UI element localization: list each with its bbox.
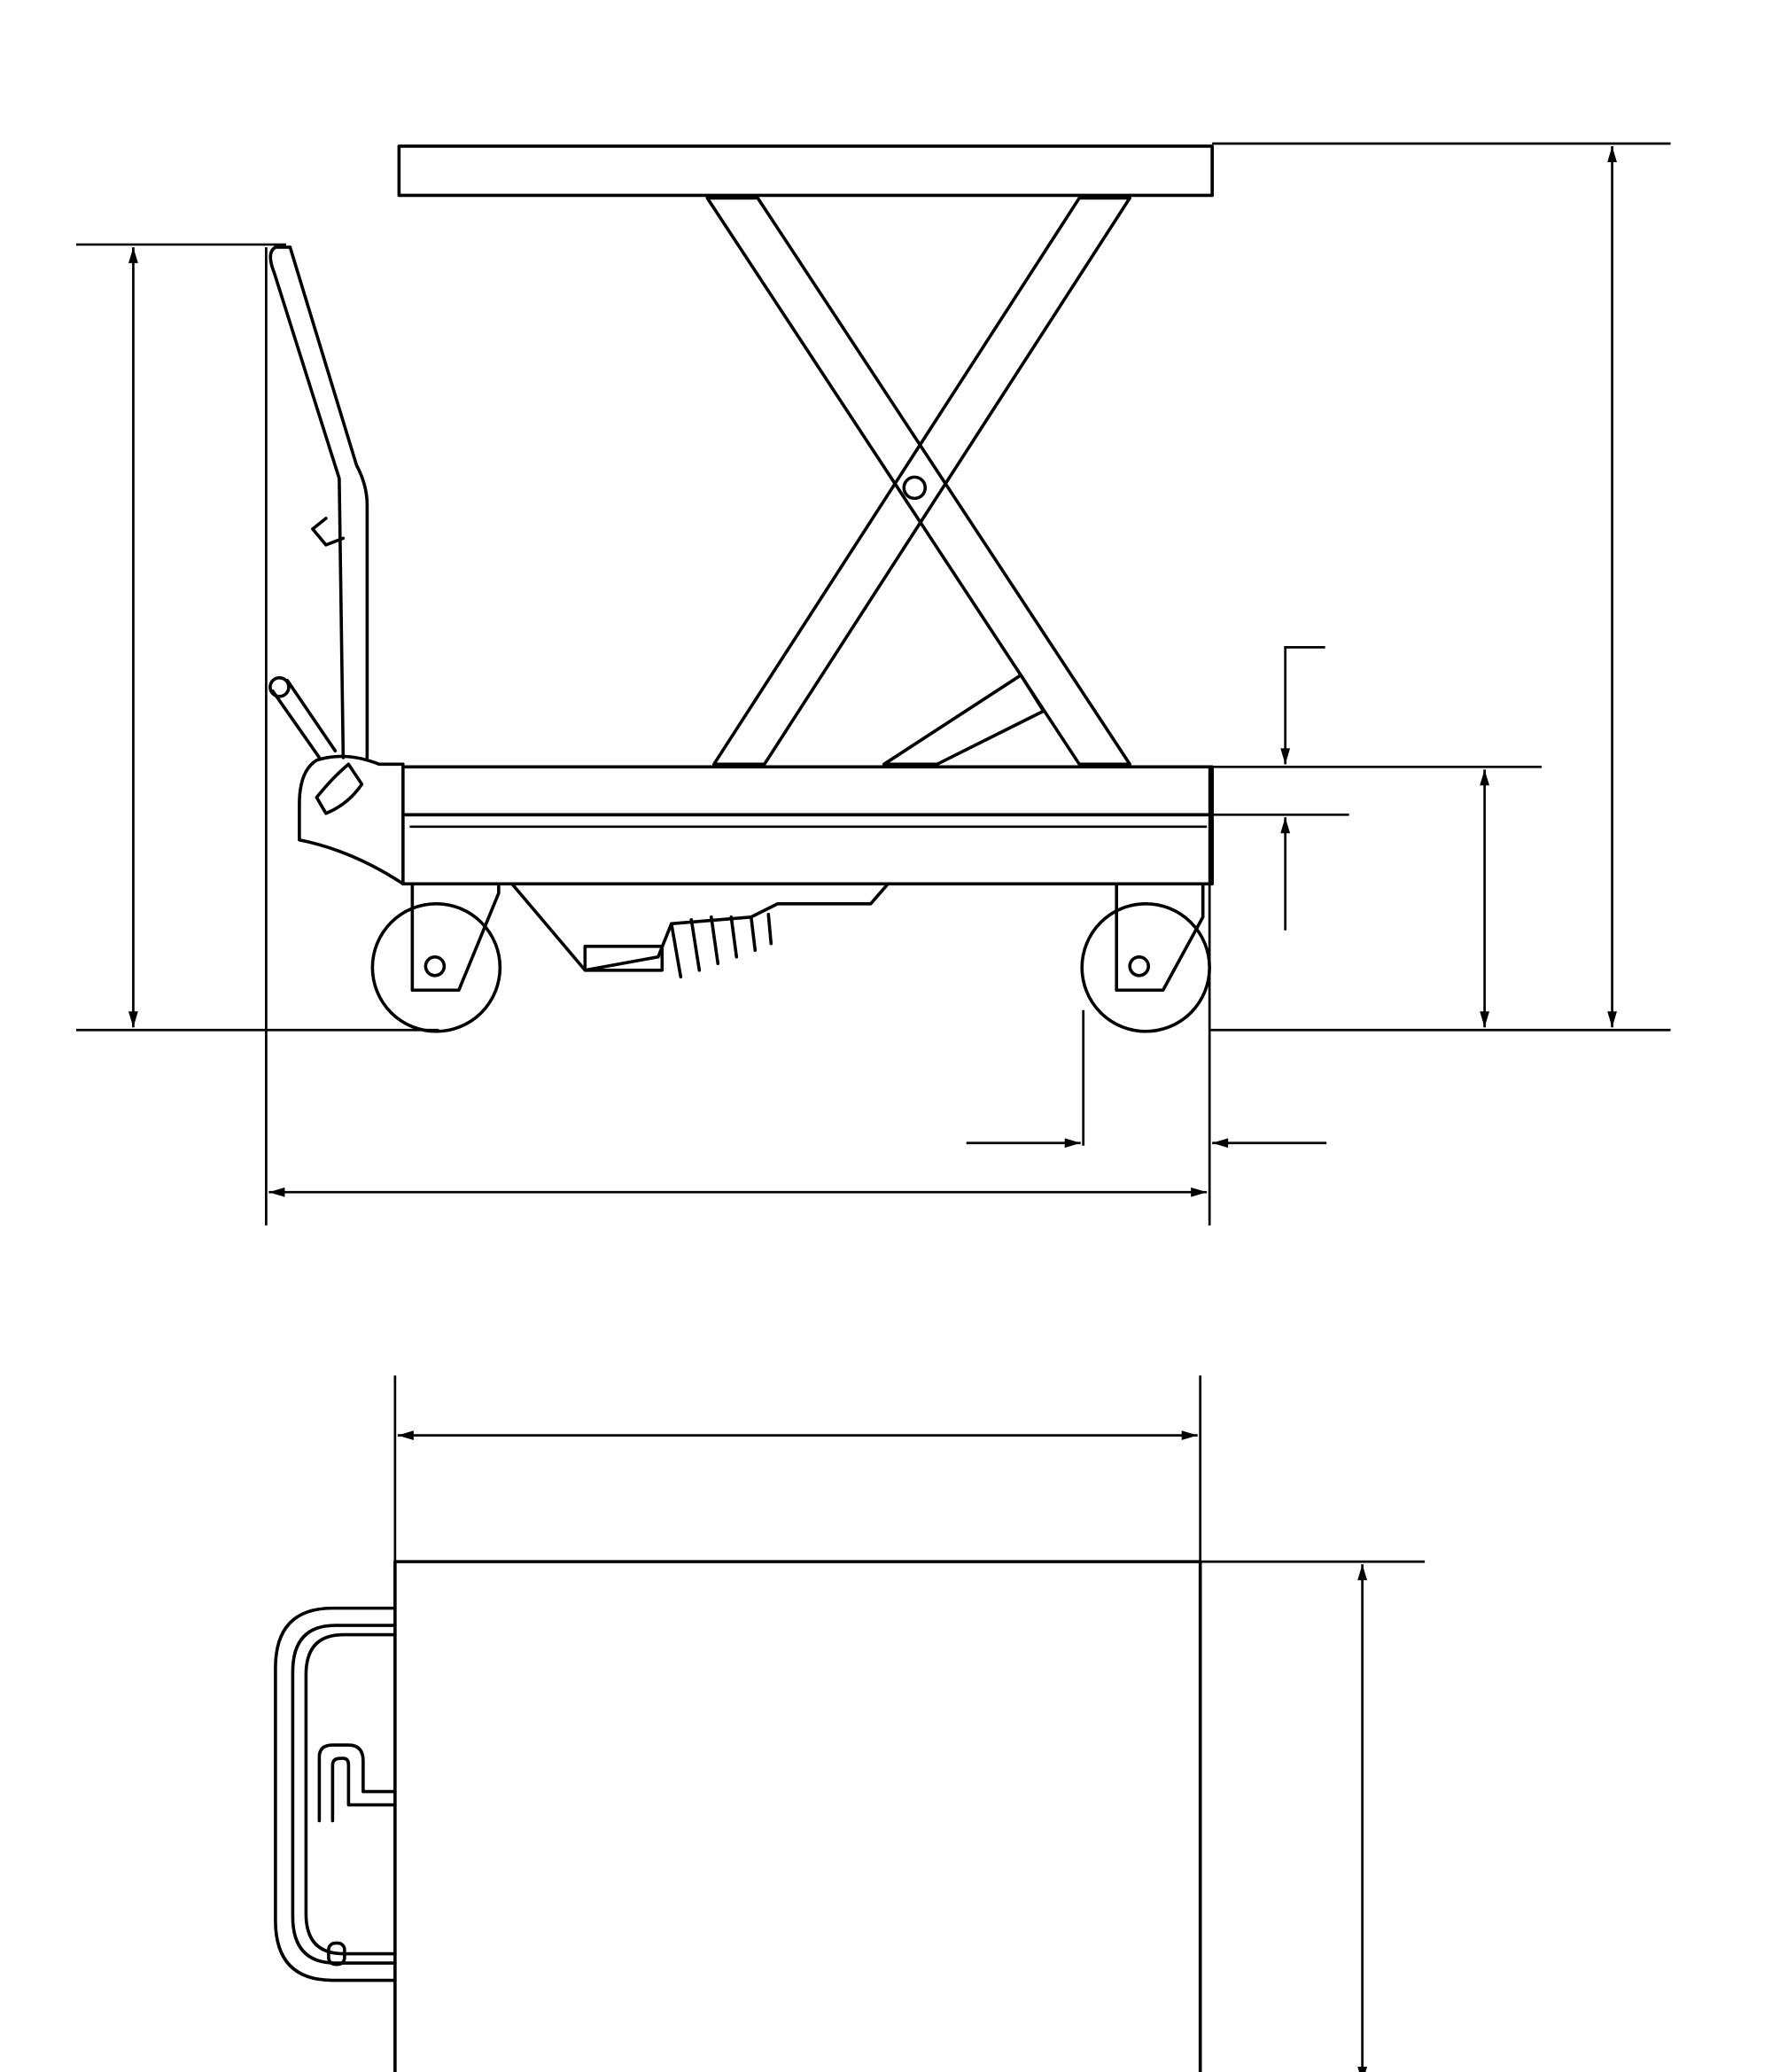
push-handle (268, 245, 346, 759)
pivot-pin (902, 475, 928, 501)
table-platform (397, 144, 1214, 198)
release-lever (311, 517, 346, 547)
base-frame-bottom (401, 813, 1214, 886)
platform-thickness-dimension (1280, 645, 1325, 931)
top-view (274, 1375, 1426, 2072)
rear-wheel (370, 882, 502, 1033)
pump-pedal-lever (271, 679, 338, 759)
platform-outline (393, 1560, 1202, 2072)
base-frame-top (401, 765, 1214, 817)
front-wheel (1080, 882, 1211, 1033)
foot-pedal (510, 882, 890, 979)
release-lever-top (317, 1743, 397, 1823)
pump-housing (298, 754, 405, 886)
handle-top-view (274, 1606, 397, 1982)
scissor-arms (705, 196, 1131, 767)
hydraulic-cylinder (882, 674, 1045, 767)
side-view (75, 142, 1671, 1226)
